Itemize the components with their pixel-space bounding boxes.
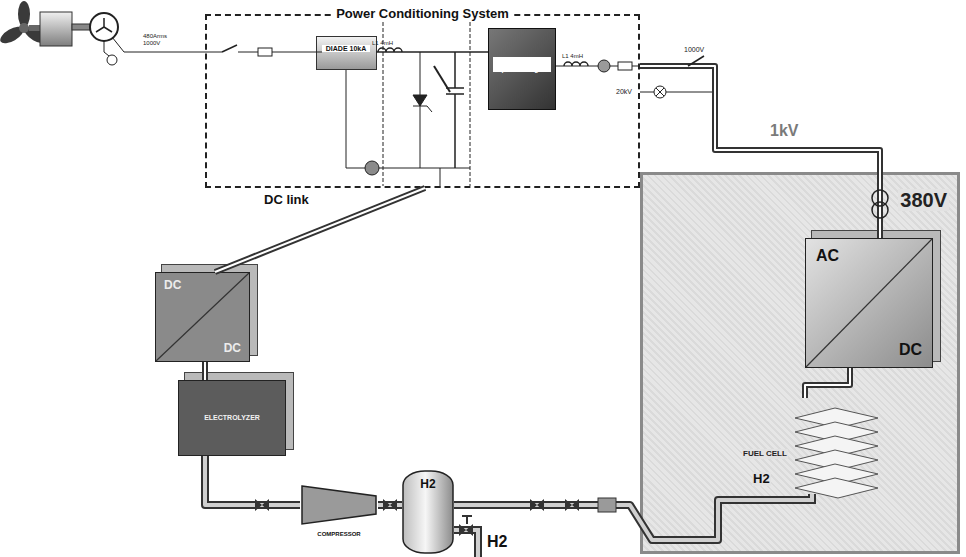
inductor-symbol [564, 62, 588, 66]
wire [104, 41, 105, 52]
connector-stroke [640, 66, 880, 238]
fuse-symbol [258, 48, 272, 56]
plate [795, 478, 878, 498]
dc-dc-converter: DC DC [155, 272, 250, 362]
connector-stroke [805, 368, 850, 398]
node-text: AC [816, 247, 839, 265]
inlet-pipe [738, 494, 812, 500]
compressor: COMPRESSOR [300, 486, 378, 538]
inductor-label: L1 4mH [372, 40, 393, 47]
connector-stroke [205, 456, 300, 505]
node-text: DC [899, 341, 922, 359]
outlet-pipe [454, 530, 478, 557]
generator-symbol [90, 13, 118, 41]
connector-stroke [377, 51, 489, 53]
transformer-coil [872, 202, 888, 218]
valve-symbol [565, 499, 579, 511]
valve-symbol [530, 499, 544, 511]
ac-wiring [112, 16, 715, 188]
fuel-cell-plates [795, 408, 878, 498]
pipe-coupling [598, 498, 616, 512]
connector-stroke [640, 66, 880, 238]
electrolyzer: ELECTROLYZER [178, 380, 286, 456]
star-winding [96, 18, 112, 32]
compressor-body [302, 486, 376, 524]
connector-label: 1kV [768, 122, 800, 140]
meter-cross [656, 88, 664, 96]
switchgear [222, 44, 888, 218]
node-text: DC [164, 279, 181, 292]
wire [420, 52, 421, 168]
inductor-label: L1 4mH [562, 53, 583, 60]
wind-turbine [0, 1, 118, 65]
ac-cable [640, 66, 880, 238]
wire [104, 52, 109, 56]
shaft [72, 24, 90, 30]
dc-wire [377, 52, 489, 53]
meter-symbol [654, 86, 666, 98]
outlet-pipe [454, 530, 478, 557]
voltage-label: 20kV [616, 88, 632, 96]
thyristor-gate [413, 106, 432, 112]
node-text: H2 [420, 478, 435, 491]
connector-label: DC link [262, 193, 311, 207]
hydrogen-piping [255, 494, 812, 557]
node-text: DIADE 10kA [322, 45, 370, 53]
node-text: FUEL CELL [742, 449, 788, 460]
diode-module: DIADE 10kA [316, 36, 377, 70]
dc-cable [805, 368, 850, 398]
tank-body [403, 471, 453, 553]
nacelle [40, 12, 72, 46]
hub [19, 23, 29, 33]
node-text: Power Conditioning System [332, 7, 513, 21]
inlet-pipe [738, 494, 812, 500]
ac-dc-converter: AC DC [805, 238, 933, 368]
switch-symbol [222, 45, 237, 52]
thyristor-symbol [413, 95, 427, 106]
current-sensor [598, 60, 610, 72]
valve-symbol [459, 524, 473, 536]
hydrogen-pipe [205, 456, 300, 505]
node-text: multi-level power stage [493, 57, 551, 72]
connector-stroke [205, 456, 300, 505]
connector-stroke [215, 188, 425, 272]
switch-gap [222, 44, 238, 53]
connector-stroke [204, 362, 206, 380]
node-text: 380V [898, 189, 949, 211]
gas-label: H2 [487, 533, 507, 551]
shaft [29, 25, 41, 31]
current-sensor [365, 161, 379, 175]
wire [440, 168, 441, 188]
valve-symbol [383, 499, 397, 511]
wire [640, 92, 715, 93]
connector-stroke [215, 188, 425, 272]
multilevel-inverter: multi-level power stage [488, 28, 556, 110]
fuse-symbol [618, 62, 632, 70]
capacitor-symbol [446, 52, 464, 168]
diagonal-line [806, 239, 932, 367]
node-text: DC [224, 342, 241, 355]
connector-stroke [202, 362, 208, 380]
connector-stroke [805, 368, 850, 398]
valve-handle [462, 516, 472, 524]
rating-label: 480Arms 1000V [143, 33, 177, 46]
dc-cable [205, 362, 206, 380]
module-border [383, 16, 470, 186]
dc-link-cable [215, 188, 425, 272]
wire [346, 70, 470, 168]
node-text: COMPRESSOR [317, 531, 360, 538]
voltage-label: 1000V [684, 46, 704, 54]
compressor-symbol [300, 486, 378, 538]
valve-symbol [255, 499, 269, 511]
diagonal-line [156, 273, 249, 361]
hydrogen-tank: H2 [402, 470, 454, 554]
switch-symbol [688, 56, 704, 66]
gear-symbol [107, 55, 117, 65]
gas-label: H2 [752, 472, 771, 486]
node-text: ELECTROLYZER [204, 414, 260, 422]
